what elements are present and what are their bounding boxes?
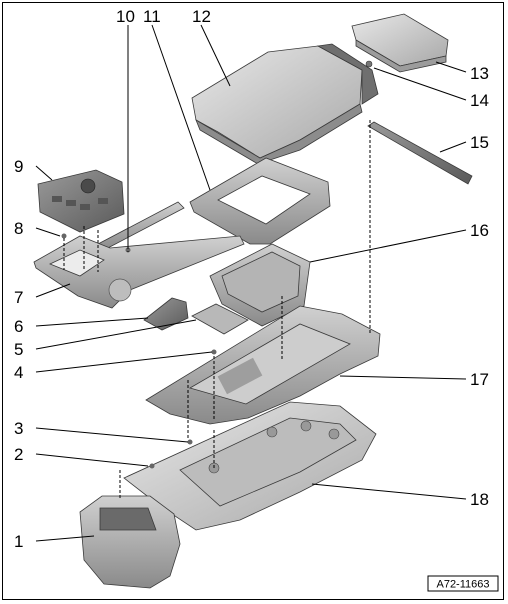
callout-10: 10 (116, 7, 135, 26)
callout-13: 13 (470, 64, 489, 83)
callout-4: 4 (14, 363, 23, 382)
callout-18: 18 (470, 490, 489, 509)
part-screw-14 (365, 60, 373, 68)
part-small-screws (61, 233, 217, 469)
callout-3: 3 (14, 419, 23, 438)
callout-11: 11 (143, 7, 161, 26)
part-rear-cover (79, 495, 181, 589)
part-storage-tray (209, 243, 311, 327)
callout-2: 2 (14, 445, 23, 464)
callout-9: 9 (14, 157, 23, 176)
callout-labels: 1 2 3 4 5 6 7 8 9 10 11 12 13 14 15 16 1… (14, 7, 489, 551)
callout-6: 6 (14, 317, 23, 336)
callout-1: 1 (14, 532, 23, 551)
part-console-base (145, 305, 381, 425)
callout-15: 15 (470, 133, 489, 152)
part-control-unit (37, 169, 125, 233)
callout-12: 12 (192, 7, 211, 26)
callout-7: 7 (14, 288, 23, 307)
part-armrest-lid (191, 43, 379, 165)
part-switch-module (143, 297, 189, 331)
callout-16: 16 (470, 221, 489, 240)
callout-17: 17 (470, 370, 489, 389)
part-trim-strip (367, 121, 473, 185)
callout-8: 8 (14, 219, 23, 238)
callout-5: 5 (14, 340, 23, 359)
part-trim-frame (189, 157, 331, 245)
part-bracket (191, 303, 249, 335)
callout-14: 14 (470, 91, 489, 110)
part-cover-lid (351, 13, 449, 73)
reference-box: A72-11663 (427, 575, 499, 592)
reference-code: A72-11663 (436, 579, 489, 591)
part-center-trim-panel (33, 235, 245, 309)
leader-lines (35, 24, 467, 542)
